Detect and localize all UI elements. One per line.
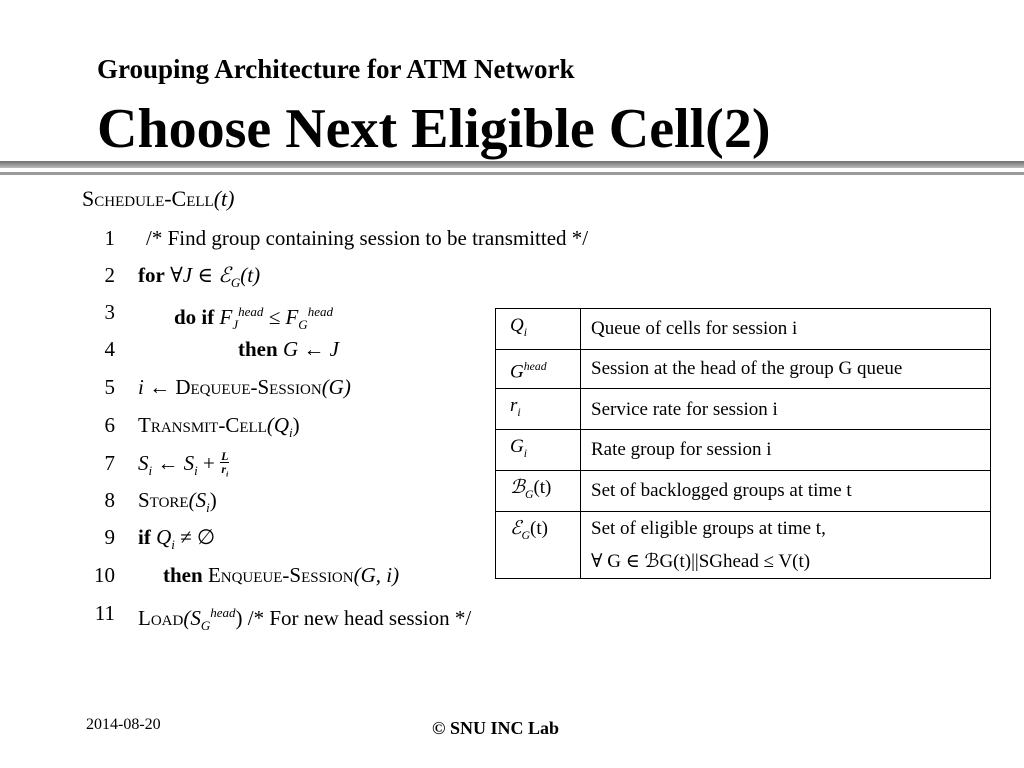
line-number: 6 — [104, 413, 116, 437]
title-divider-thin — [0, 172, 1024, 175]
line-number: 7 — [104, 451, 116, 475]
table-row: ℰG(t) Set of eligible groups at time t,∀… — [495, 510, 991, 579]
line-code: for ∀J ∈ ℰG(t) — [138, 263, 261, 291]
line-number: 4 — [104, 337, 116, 361]
description-cell: Rate group for session i — [580, 428, 991, 471]
slide-title: Choose Next Eligible Cell(2) — [97, 98, 771, 160]
footer-date: 2014-08-20 — [86, 716, 161, 733]
slide-subtitle: Grouping Architecture for ATM Network — [97, 54, 575, 84]
description-condition: ∀ G ∈ ℬG(t)||SGhead ≤ V(t) — [591, 550, 811, 572]
line-number: 5 — [104, 375, 116, 399]
description-cell: Session at the head of the group G queue — [580, 348, 991, 390]
table-row: Qi Queue of cells for session i — [495, 308, 991, 350]
table-row: ℬG(t) Set of backlogged groups at time t — [495, 469, 991, 512]
description-cell: Queue of cells for session i — [580, 308, 991, 350]
symbol-cell: Ghead — [495, 348, 581, 390]
line-number: 11 — [94, 601, 115, 625]
description-cell: Service rate for session i — [580, 388, 991, 430]
line-code: i ← Dequeue-Session(G) — [138, 375, 351, 399]
table-row: ri Service rate for session i — [495, 388, 991, 430]
symbol-cell: ℬG(t) — [495, 469, 581, 512]
line-number: 8 — [104, 488, 116, 512]
algorithm-name: Schedule-Cell(t) — [82, 186, 235, 211]
line-code: Load(SGhead) /* For new head session */ — [138, 605, 472, 634]
description-cell: Set of backlogged groups at time t — [580, 469, 991, 512]
line-code: if Qi ≠ ∅ — [138, 525, 216, 553]
table-row: Gi Rate group for session i — [495, 428, 991, 471]
symbol-cell: Gi — [495, 428, 581, 471]
line-number: 10 — [94, 563, 115, 587]
definitions-table: Qi Queue of cells for session i Ghead Se… — [495, 308, 991, 579]
line-code: /* Find group containing session to be t… — [146, 226, 589, 250]
title-divider-thick — [0, 161, 1024, 168]
line-code: do if FJhead ≤ FGhead — [174, 304, 334, 333]
line-number: 3 — [104, 300, 116, 324]
line-number: 1 — [104, 226, 116, 250]
line-code: Transmit-Cell(Qi) — [138, 413, 300, 441]
description-cell: Set of eligible groups at time t,∀ G ∈ ℬ… — [580, 510, 991, 579]
footer-copyright: © SNU INC Lab — [432, 718, 559, 738]
line-code: then Enqueue-Session(G, i) — [163, 563, 400, 587]
line-number: 2 — [104, 263, 116, 287]
table-row: Ghead Session at the head of the group G… — [495, 348, 991, 390]
symbol-cell: ℰG(t) — [495, 510, 581, 579]
line-code: then G ← J — [238, 337, 339, 361]
symbol-cell: Qi — [495, 308, 581, 350]
line-code: Store(Si) — [138, 488, 217, 516]
line-number: 9 — [104, 525, 116, 549]
symbol-cell: ri — [495, 388, 581, 430]
